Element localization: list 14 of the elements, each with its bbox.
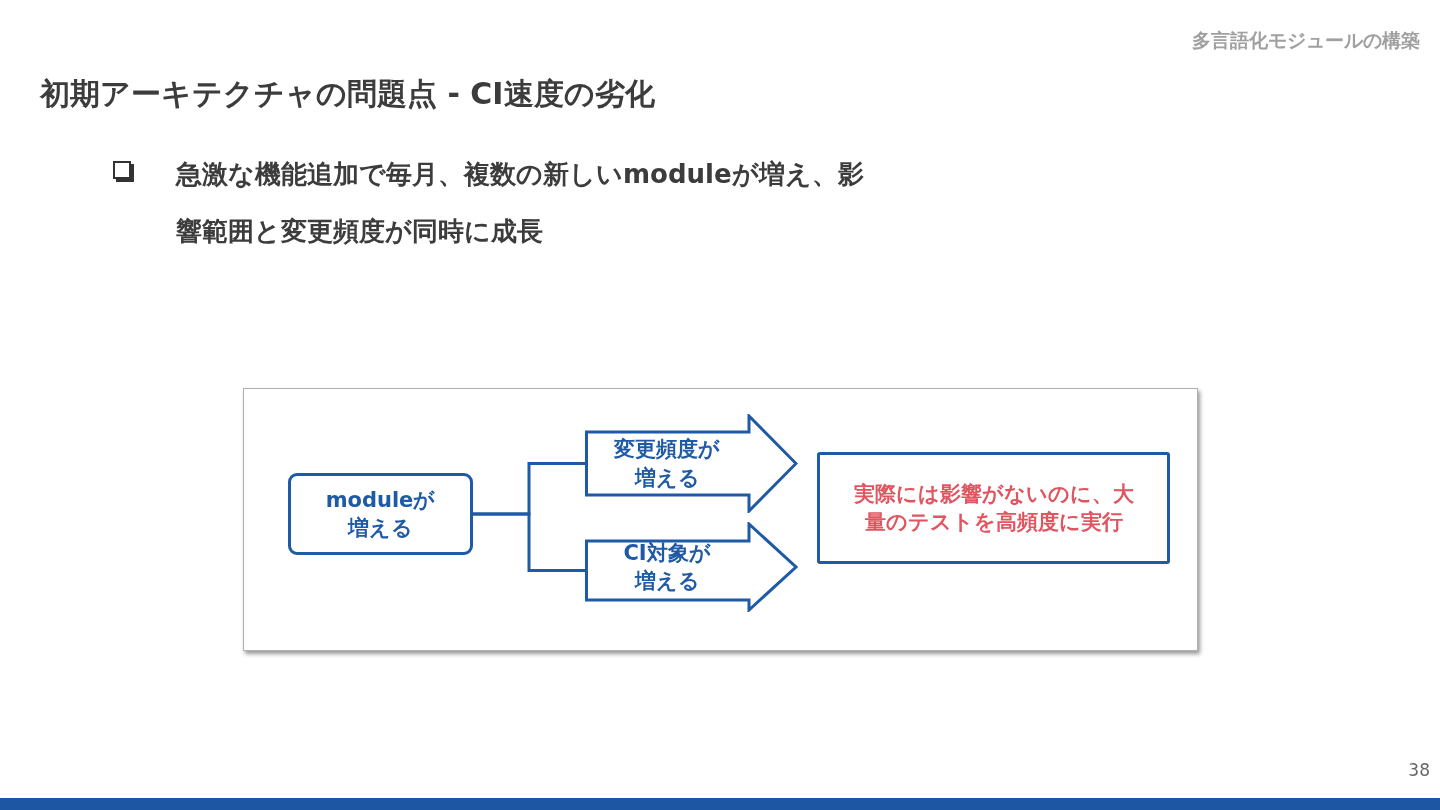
section-header: 多言語化モジュールの構築 — [1192, 28, 1420, 53]
node-text: moduleが増える — [324, 486, 437, 542]
slide-title: 初期アーキテクチャの問題点 - CI速度の劣化 — [40, 75, 655, 113]
connector-line — [473, 512, 585, 572]
page-number: 38 — [1408, 760, 1430, 780]
node-text: 変更頻度が増える — [613, 436, 721, 492]
arrow-shape — [585, 414, 798, 513]
result-box — [817, 452, 1170, 564]
arrow-shape — [585, 522, 798, 612]
bullet-text: 急激な機能追加で毎月、複数の新しいmoduleが増え、影響範囲と変更頻度が同時に成長 — [176, 158, 865, 248]
node-text: 実際には影響がないのに、大量のテストを高頻度に実行 — [852, 480, 1135, 536]
process-box — [288, 473, 473, 555]
node-text: CI対象が増える — [622, 539, 712, 595]
diagram-panel — [243, 388, 1198, 651]
